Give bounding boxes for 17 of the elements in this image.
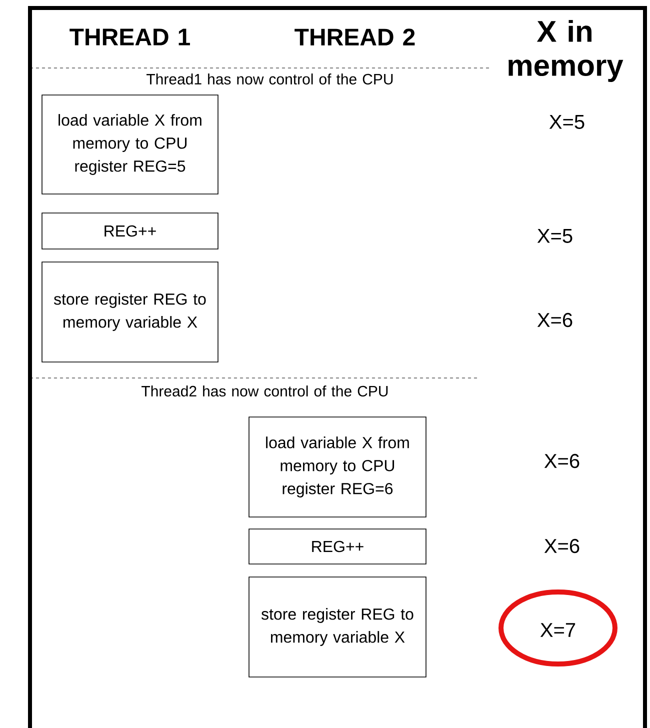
process-box: load variable X from memory to CPU register REG=5	[42, 94, 218, 194]
memory-value: X=7	[540, 623, 576, 637]
process-box: REG++	[248, 528, 426, 564]
process-box: store register REG to memory variable X	[42, 262, 218, 362]
column-heading: THREAD 2	[294, 28, 415, 46]
process-box: REG++	[42, 212, 218, 250]
memory-value: X=6	[537, 312, 572, 328]
memory-value: X=5	[537, 229, 572, 243]
process-box: store register REG to memory variable X	[248, 576, 426, 678]
memory-value: X=6	[544, 454, 580, 468]
memory-value: X=6	[544, 538, 580, 554]
column-heading: THREAD 1	[70, 28, 190, 46]
phase-note: Thread2 has now control of the CPU	[142, 386, 388, 396]
process-box: load variable X from memory to CPU register REG=6	[248, 416, 426, 518]
phase-note: Thread1 has now control of the CPU	[146, 74, 393, 84]
memory-value: X=5	[549, 115, 584, 129]
column-heading: X in memory	[508, 20, 624, 82]
